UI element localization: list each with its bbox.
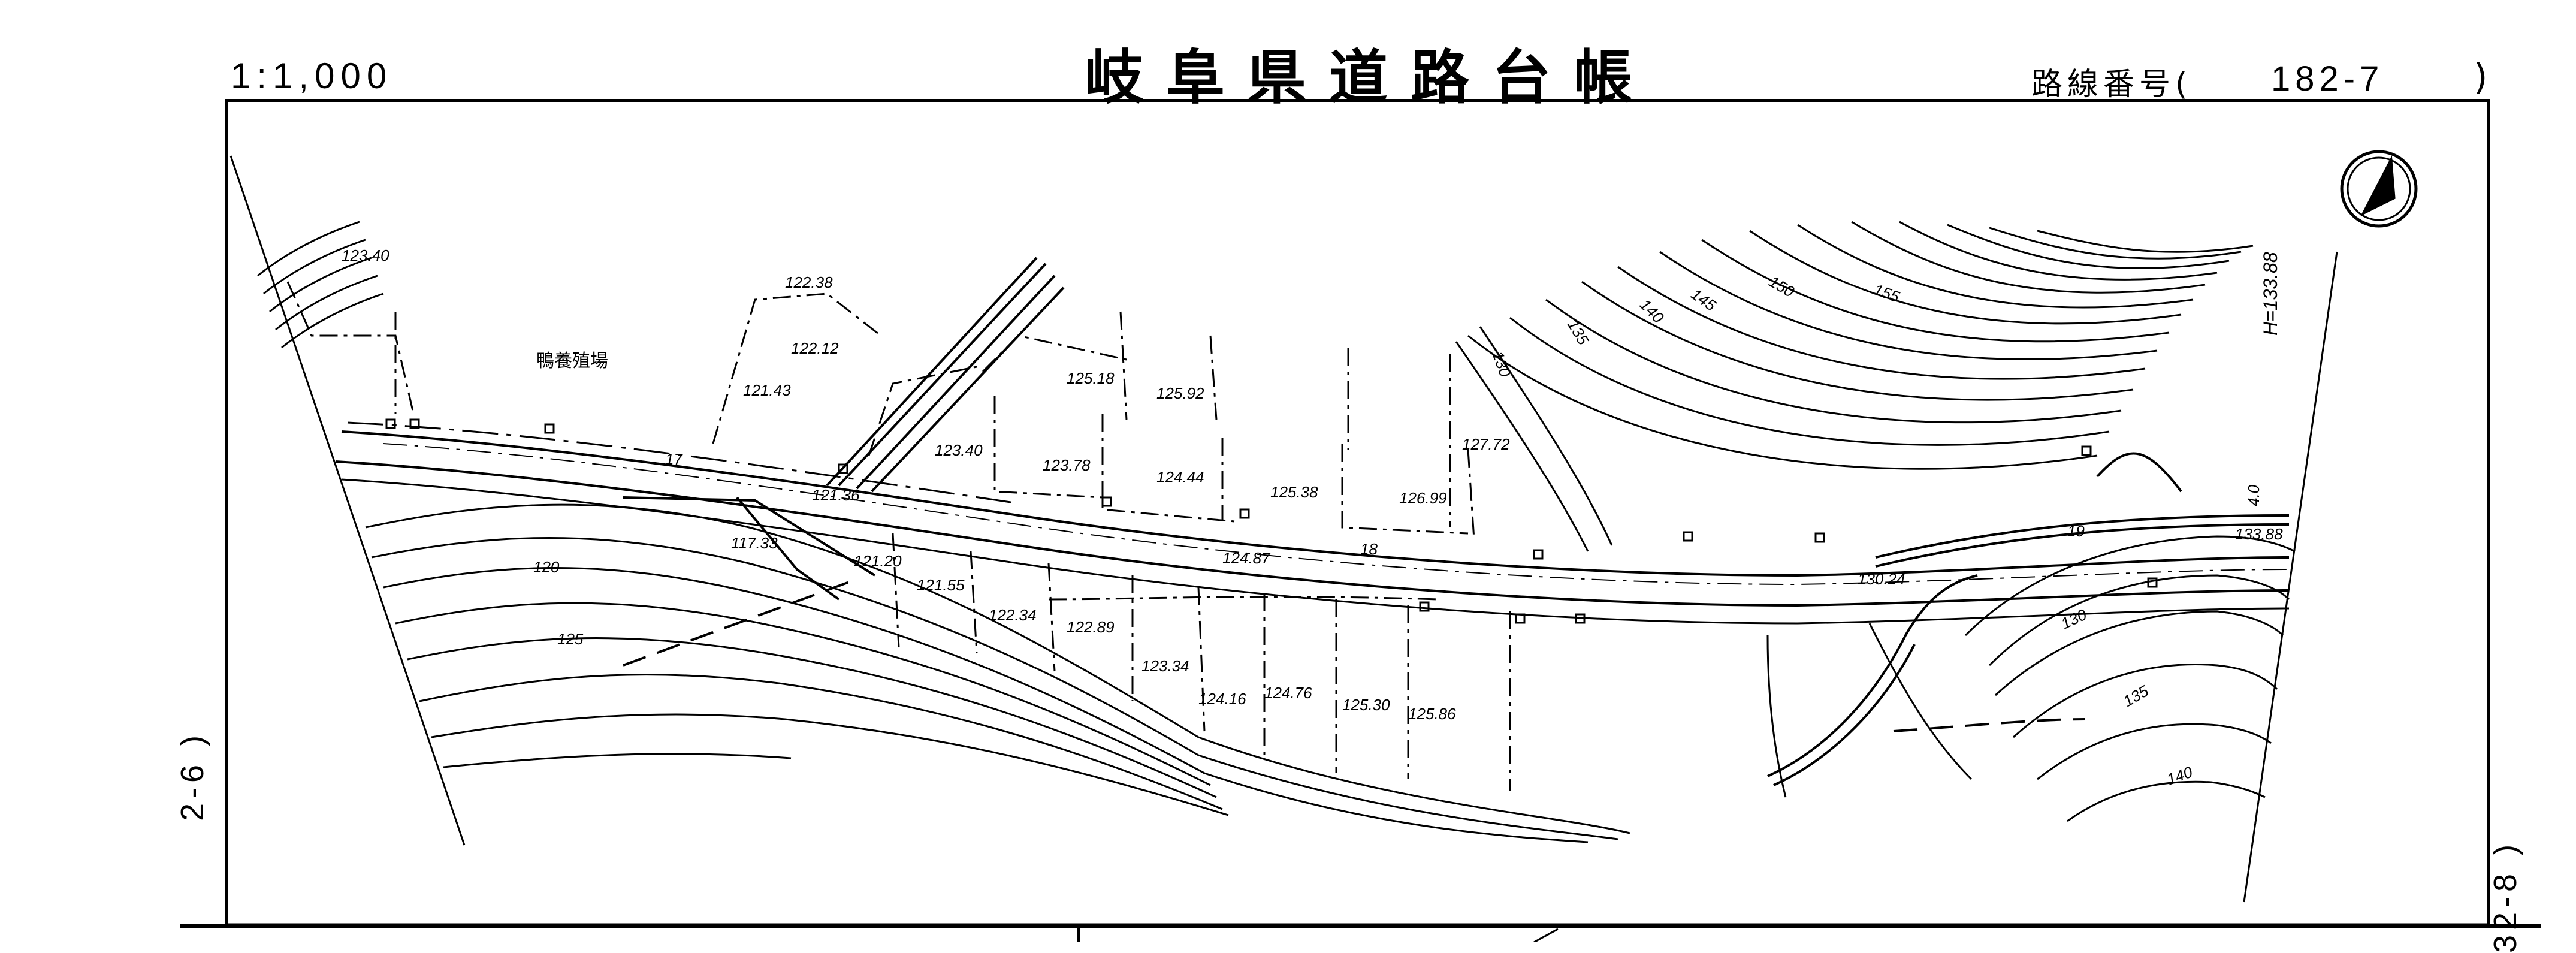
height-marker: H=133.88 [2260,252,2281,336]
contour-lines-north [1455,221,2254,552]
contour-label: 135 [1564,316,1593,348]
ramp-structure [826,257,1065,493]
boundary-lines [623,580,2086,732]
contour-label: 150 [1766,272,1798,301]
station-label: 17 [665,450,683,468]
elevation-label: 121.36 [812,486,860,504]
elevation-label: 125.92 [1156,384,1204,402]
small-mark-label: 4.0 [2245,484,2263,506]
station-label: 19 [2067,522,2085,540]
route-number-label: 路線番号( [2031,67,2193,102]
elevation-label: 124.76 [1264,684,1312,702]
contour-label: 125 [557,630,584,648]
contour-label: 135 [2120,681,2152,710]
elevation-label: 133.88 [2235,525,2283,543]
north-arrow-icon [2340,150,2418,228]
map-labels: 鴨養殖場 H=133.88 17 18 19 123.40 122.38 122… [342,246,2283,789]
elevation-label: 123.40 [342,246,389,264]
facility-label: 鴨養殖場 [536,351,608,371]
parcel-lines-north [286,281,1475,540]
sheet-boundary-left [229,155,466,846]
elevation-label: 122.38 [785,273,833,291]
elevation-label: 123.78 [1043,456,1091,474]
sheet-boundary-right [2243,251,2338,903]
map-frame [225,99,2490,927]
contour-lines-southeast [1766,535,2296,822]
elevation-label: 125.18 [1067,369,1115,387]
contour-lines-northwest [257,221,384,349]
contour-label: 140 [1636,295,1668,327]
elevation-label: 123.34 [1141,657,1189,675]
elevation-label: 124.87 [1222,549,1271,567]
elevation-label: 125.30 [1342,696,1390,714]
elevation-label: 117.33 [731,534,778,552]
elevation-label: 125.86 [1408,705,1456,723]
elevation-label: 123.40 [935,441,983,459]
route-number: 182-7 [2271,59,2384,98]
elevation-label: 122.12 [791,339,839,357]
elevation-label: 121.20 [854,552,902,570]
survey-symbols [385,418,2158,624]
contour-label: 140 [2164,762,2196,788]
elevation-label: 130.24 [1858,570,1905,588]
elevation-label: 122.89 [1067,618,1115,636]
retaining-wall [623,452,2290,786]
elevation-label: 127.72 [1462,435,1510,453]
tick-mark [1533,928,1559,942]
contour-label: 130 [2058,605,2089,633]
elevation-label: 122.34 [989,606,1037,624]
elevation-label: 125.38 [1270,483,1318,501]
elevation-label: 126.99 [1399,489,1447,507]
elevation-label: 124.44 [1156,468,1204,486]
contour-label: 155 [1871,280,1902,306]
route-number-close: ) [2474,56,2488,98]
elevation-label: 124.16 [1198,690,1246,708]
station-label: 18 [1360,540,1378,558]
map-scale: 1:1,000 [231,56,393,96]
elevation-label: 121.43 [743,381,791,399]
contour-label: 120 [533,558,560,576]
road-main [335,421,2290,625]
contour-lines-south [365,503,1630,843]
elevation-label: 121.55 [917,576,965,594]
parcel-lines-south [892,533,1511,791]
contour-label: 130 [1488,349,1514,380]
